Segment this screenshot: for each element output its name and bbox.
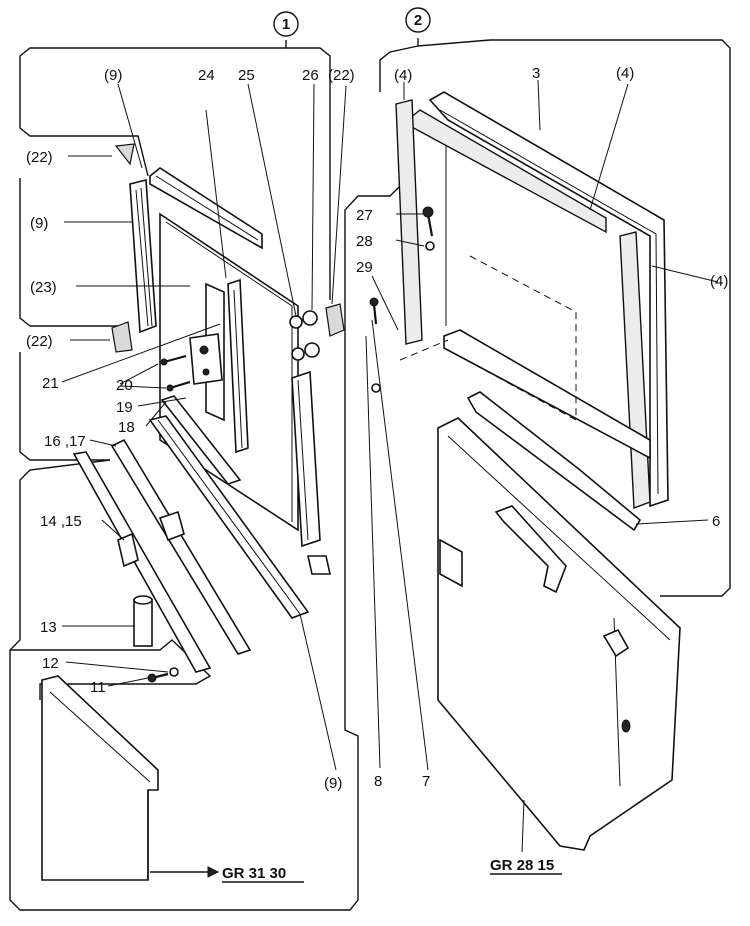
label-19: 19 (116, 399, 133, 416)
small-fittings-25-26 (289, 303, 345, 361)
callout-circle-1 (273, 11, 299, 37)
label-8: 8 (374, 773, 382, 790)
callout-2: 2 (414, 12, 422, 29)
label-20: 20 (116, 377, 133, 394)
reference-arrow-gr3130 (150, 866, 220, 878)
label-29: 29 (356, 259, 373, 276)
window-channel-9-left (129, 178, 157, 334)
label-4-left: (4) (394, 67, 412, 84)
label-4-right: (4) (710, 273, 728, 290)
window-channel-9-top (149, 167, 263, 250)
label-11: 11 (90, 679, 106, 696)
seal-strip-4-left (395, 99, 423, 345)
moulding-6 (466, 391, 642, 532)
reference-gr3130: GR 31 30 (222, 865, 286, 882)
label-7: 7 (422, 773, 430, 790)
label-3: 3 (532, 65, 540, 82)
group-bracket-2 (379, 38, 731, 597)
label-24: 24 (198, 67, 215, 84)
lift-channel-16-17 (110, 438, 252, 655)
callout-circle-2 (405, 7, 431, 33)
label-21: 21 (42, 375, 59, 392)
label-16-17: 16 ,17 (44, 433, 86, 450)
lift-channel-14-15 (72, 451, 212, 673)
label-14-15: 14 ,15 (40, 513, 82, 530)
label-23: (23) (30, 279, 57, 296)
regulator-plate-21 (189, 282, 225, 422)
label-18: 18 (118, 419, 135, 436)
door-panel-lower-left (41, 675, 159, 881)
group-bracket-1 (19, 40, 331, 461)
screws-19-20 (160, 354, 191, 392)
label-6: 6 (712, 513, 720, 530)
label-26: 26 (302, 67, 319, 84)
label-22-left: (22) (26, 149, 53, 166)
label-9-left: (9) (30, 215, 48, 232)
rail-9-lower (148, 415, 310, 619)
label-22-lower: (22) (26, 333, 53, 350)
vertical-channel-9-centre (291, 370, 331, 575)
group-bracket-lower (9, 185, 401, 911)
callout-1: 1 (282, 16, 290, 33)
leader-lines (61, 79, 719, 853)
label-13: 13 (40, 619, 57, 636)
label-22-top: (22) (328, 67, 355, 84)
label-4-top: (4) (616, 65, 634, 82)
door-outer-panel (437, 417, 681, 851)
label-9-bottom: (9) (324, 775, 342, 792)
rail-18 (160, 395, 242, 485)
reference-gr2815: GR 28 15 (490, 857, 554, 874)
window-frame-3 (428, 91, 669, 508)
runner-24 (227, 278, 249, 454)
label-28: 28 (356, 233, 373, 250)
seal-22-left (111, 143, 135, 353)
label-27: 27 (356, 207, 373, 224)
spacer-13 (133, 595, 153, 647)
label-12: 12 (42, 655, 59, 672)
label-9-top: (9) (104, 67, 122, 84)
label-25: 25 (238, 67, 255, 84)
frame-rail-inner (399, 255, 651, 460)
seal-strip-4-right (619, 231, 651, 509)
screw-11-washer-12 (147, 667, 179, 683)
window-glass-23 (159, 212, 299, 532)
bolts-27-28-29 (369, 206, 435, 393)
